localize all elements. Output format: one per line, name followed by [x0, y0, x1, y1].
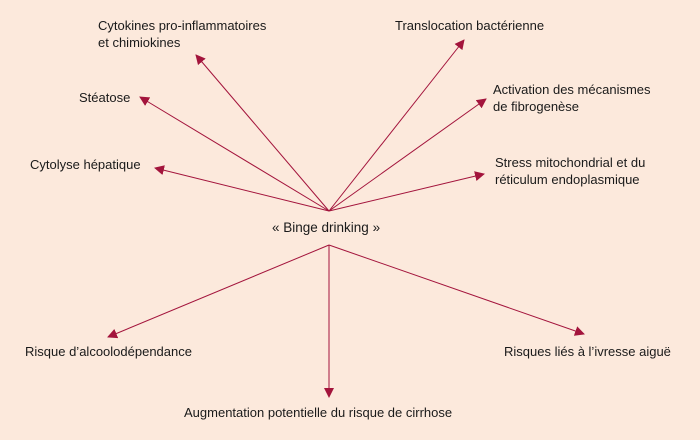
center-label: « Binge drinking » [272, 220, 381, 235]
arrow-to-cytolyse [154, 165, 330, 212]
effect-cytokines: Cytokines pro-inflammatoires et chimioki… [98, 18, 267, 50]
arrow-to-cytokines [195, 54, 330, 212]
effect-steatose: Stéatose [79, 90, 131, 105]
arrow-to-translocation [328, 39, 465, 212]
arrow-to-fibrogenese [328, 98, 487, 212]
effect-alcoolodependance: Risque d’alcoolodépendance [25, 344, 192, 359]
effect-cytolyse: Cytolyse hépatique [30, 157, 141, 172]
effect-translocation: Translocation bactérienne [395, 18, 545, 33]
arrow-to-alcoolodependance [107, 244, 330, 339]
effect-stress: Stress mitochondrial et du réticulum end… [495, 155, 646, 187]
arrow-to-steatose [139, 96, 330, 212]
arrow-to-ivresse [328, 244, 585, 336]
arrow-to-stress [328, 171, 485, 212]
effect-cirrhose: Augmentation potentielle du risque de ci… [184, 405, 453, 420]
effect-fibrogenese: Activation des mécanismes de fibrogenèse [493, 82, 651, 114]
effect-ivresse: Risques liés à l’ivresse aiguë [504, 344, 671, 359]
